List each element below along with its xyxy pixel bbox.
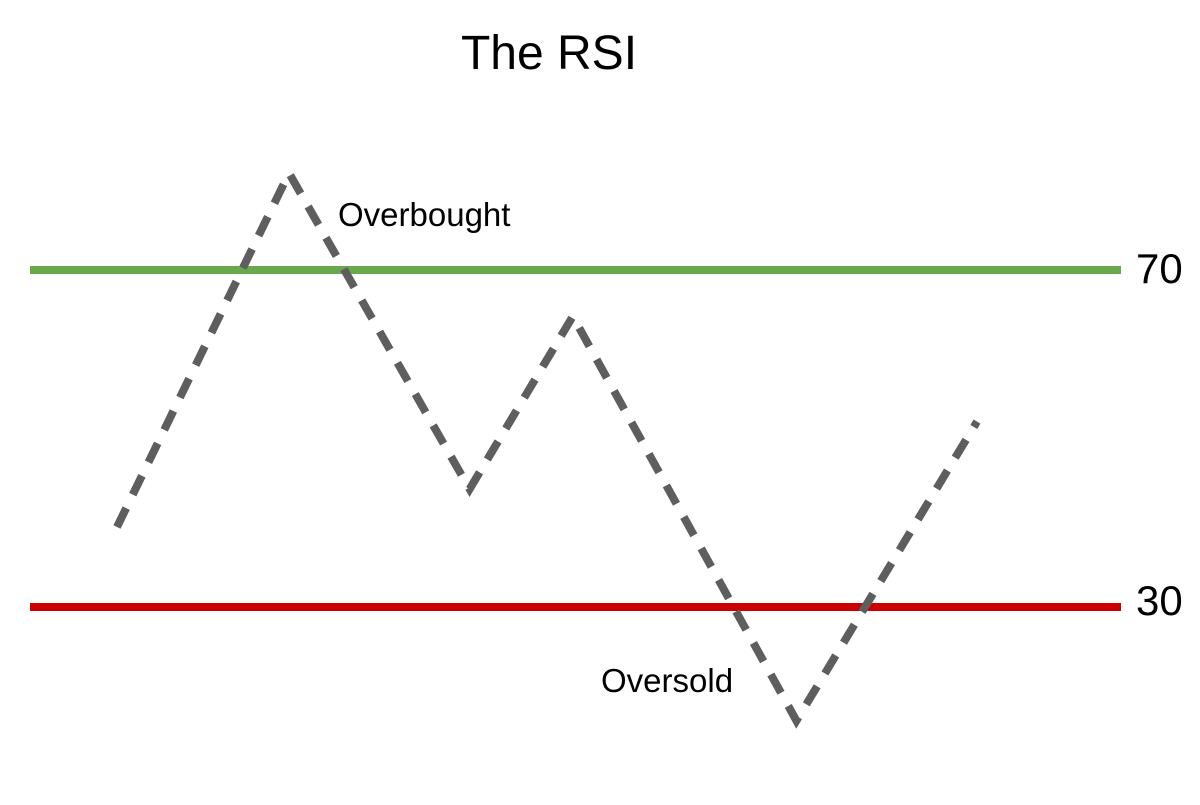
chart-title: The RSI — [460, 27, 638, 80]
upper-threshold-value-label: 70 — [1136, 245, 1183, 292]
oversold-label: Oversold — [601, 662, 734, 699]
lower-threshold-value-label: 30 — [1136, 577, 1183, 624]
overbought-label: Overbought — [338, 196, 511, 233]
rsi-line — [113, 164, 981, 729]
